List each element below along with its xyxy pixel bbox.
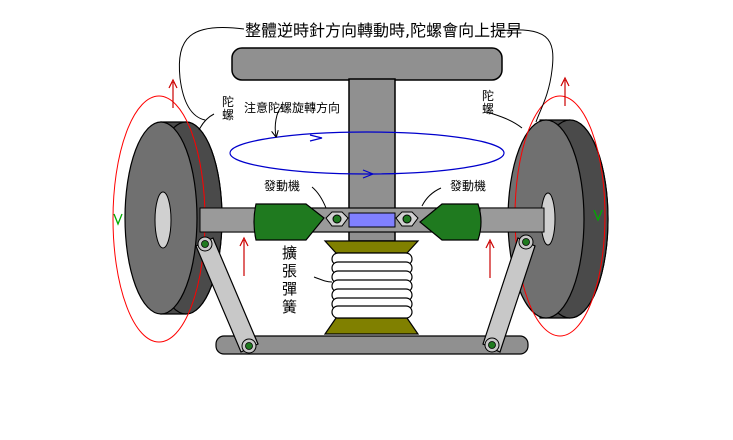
spring-bottom-plate [323, 317, 420, 335]
right-gyro-disc [507, 95, 609, 337]
right-motor [419, 203, 482, 241]
orbit-arrow-bottom [362, 169, 375, 179]
left-axle-stub [199, 207, 261, 233]
red-force-arrows [168, 76, 570, 278]
orbit-ellipse [229, 131, 505, 175]
gyro-left-label: 陀螺 [222, 94, 234, 122]
title-callout-left [178, 26, 245, 121]
spring-top-plate [323, 240, 420, 254]
top-crossbar [231, 47, 503, 81]
title-callout-right [497, 29, 554, 123]
rotation-note: 注意陀螺旋轉方向 [244, 100, 340, 115]
right-axle-stub [479, 207, 545, 233]
right-spin-arrow-down-icon [593, 209, 603, 222]
bottom-base-bar [215, 335, 529, 355]
spring-label: 擴張彈簧 [282, 244, 297, 316]
motor-left-label: 發動機 [264, 178, 300, 193]
diagram-title: 整體逆時針方向轉動時,陀螺會向上提昇 [245, 21, 522, 40]
orbit-arrow-top [309, 134, 323, 142]
axle-center-coupling [348, 212, 396, 228]
gyro-right-label: 陀螺 [482, 88, 494, 116]
left-motor [253, 203, 325, 241]
left-spin-arrow-down-icon [113, 213, 123, 226]
pivot-joints [197, 234, 534, 354]
motor-right-label: 發動機 [450, 178, 486, 193]
expansion-spring [331, 252, 413, 319]
